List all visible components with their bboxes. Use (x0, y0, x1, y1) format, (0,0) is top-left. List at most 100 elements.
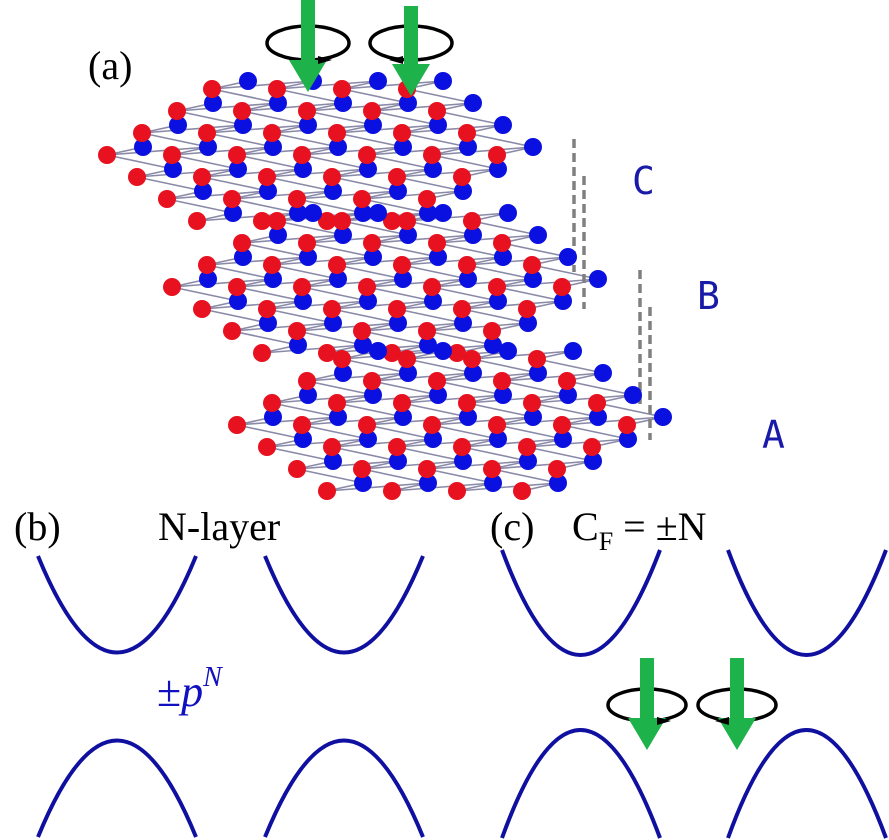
atom-red-b (258, 300, 276, 318)
atom-red-c (293, 146, 311, 164)
atom-blue-b (329, 270, 347, 288)
bond-c (366, 154, 434, 170)
bond-c (401, 132, 469, 148)
atom-blue-a (389, 452, 407, 470)
bond-c (341, 80, 444, 90)
atom-blue-c (359, 160, 377, 178)
bond-c (166, 190, 269, 200)
bond-b (201, 300, 304, 310)
atom-red-c (323, 168, 341, 186)
rotation-arrowhead-icon (657, 717, 671, 725)
atom-red-b (363, 234, 381, 252)
atom-blue-a (299, 386, 317, 404)
bond-a (456, 482, 559, 492)
bond-c (201, 168, 304, 178)
bond-c (241, 102, 344, 112)
panel-a-label: (a) (88, 43, 132, 88)
panel-c-title-rest: = ±N (613, 504, 706, 549)
bond-b (366, 278, 469, 288)
atom-red-b (253, 344, 271, 362)
atom-red-a (363, 372, 381, 390)
bond-c (271, 132, 339, 148)
atom-red-c (193, 168, 211, 186)
bond-a (306, 372, 409, 382)
bond-b (241, 242, 309, 258)
atom-blue-b (464, 226, 482, 244)
bond-a (271, 394, 374, 404)
bond-c (166, 198, 234, 214)
atom-blue-a (434, 342, 452, 360)
bond-b (271, 256, 374, 266)
bond-a (436, 380, 504, 396)
atom-blue-b (399, 226, 417, 244)
atom-blue-a (369, 342, 387, 360)
atom-blue-c (399, 94, 417, 112)
atom-blue-c (239, 72, 257, 90)
bond-a (331, 438, 434, 448)
atom-blue-a (454, 452, 472, 470)
bond-c (176, 102, 279, 112)
atom-blue-b (494, 248, 512, 266)
panel-b-label: (b) (14, 504, 61, 549)
atom-red-c (353, 190, 371, 208)
atom-red-c (188, 212, 206, 230)
bond-a (396, 438, 499, 448)
bond-b (396, 300, 499, 310)
bond-a (471, 350, 574, 360)
atom-red-a (353, 460, 371, 478)
atom-red-a (383, 482, 401, 500)
bond-b (336, 264, 404, 280)
atom-blue-b (499, 204, 517, 222)
atom-red-b (418, 322, 436, 340)
light-symbol-bottom-right (696, 658, 778, 750)
atom-red-c (203, 80, 221, 98)
lattice-bonds (106, 80, 664, 492)
atom-blue-b (369, 204, 387, 222)
atom-red-c (163, 146, 181, 164)
atom-red-c (258, 168, 276, 186)
atom-blue-b (459, 270, 477, 288)
atom-blue-a (554, 430, 572, 448)
bond-b (301, 278, 404, 288)
atom-red-b (318, 344, 336, 362)
atom-blue-a (619, 430, 637, 448)
bond-c (396, 176, 464, 192)
panel-c-title-sub: F (599, 527, 613, 556)
atom-red-c (228, 146, 246, 164)
atom-blue-b (419, 336, 437, 354)
bond-a (496, 424, 564, 440)
atom-red-a (583, 438, 601, 456)
atom-red-a (513, 482, 531, 500)
atom-red-a (293, 416, 311, 434)
atom-red-b (523, 256, 541, 274)
bond-b (426, 330, 494, 346)
atom-blue-b (429, 248, 447, 266)
bond-b (401, 256, 504, 266)
atom-red-b (298, 234, 316, 252)
atom-red-c (158, 190, 176, 208)
bond-b (366, 286, 434, 302)
atom-red-a (528, 350, 546, 368)
atom-red-a (398, 350, 416, 368)
bond-a (236, 424, 304, 440)
atom-blue-c (204, 94, 222, 112)
bond-c (406, 88, 474, 104)
bond-c (301, 146, 404, 156)
atom-red-a (488, 416, 506, 434)
atom-blue-a (464, 364, 482, 382)
bond-b (336, 256, 439, 266)
atom-red-b (398, 212, 416, 230)
atom-blue-c (334, 94, 352, 112)
atom-red-b (223, 322, 241, 340)
atom-red-c (458, 124, 476, 142)
atom-red-b (448, 344, 466, 362)
atom-blue-a (564, 342, 582, 360)
atom-blue-c (324, 182, 342, 200)
atom-blue-c (289, 204, 307, 222)
atom-red-a (553, 416, 571, 434)
atom-red-a (328, 394, 346, 412)
atom-blue-a (529, 364, 547, 382)
atom-blue-c (194, 182, 212, 200)
atom-red-a (298, 372, 316, 390)
